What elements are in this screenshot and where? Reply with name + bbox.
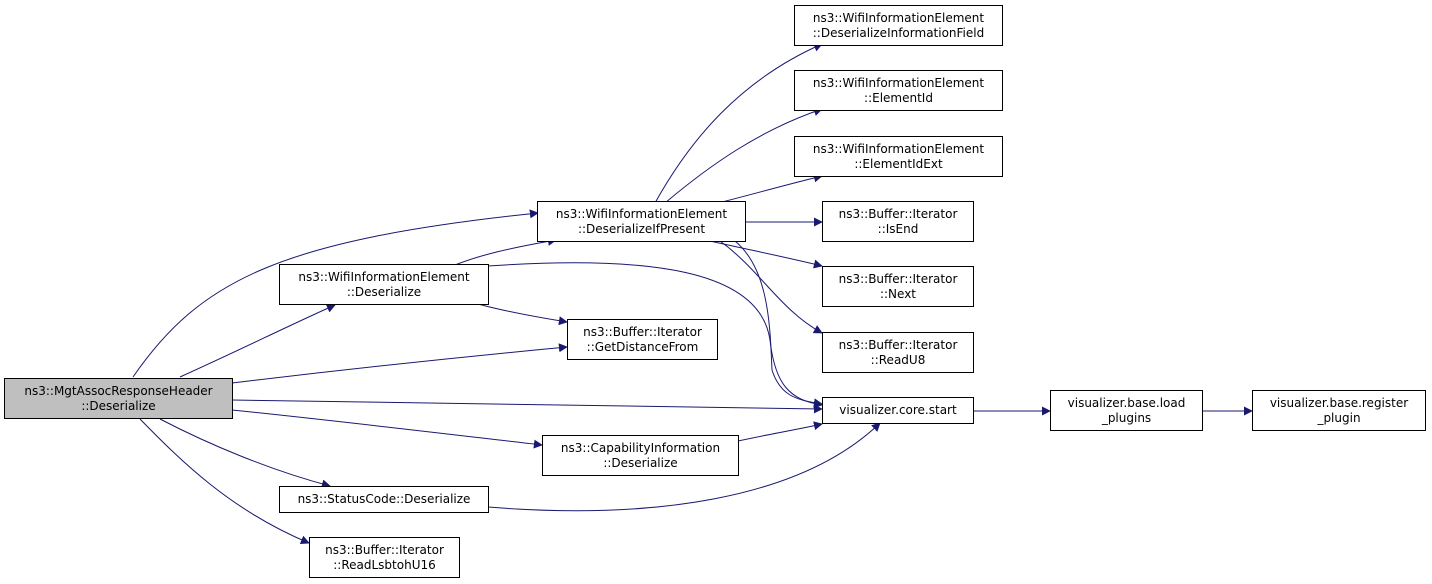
node-wifi-information-element-element-id[interactable]: ns3::WifiInformationElement ::ElementId: [794, 70, 1003, 111]
node-label-line-2: ::ElementIdExt: [854, 156, 943, 171]
node-label-line-2: ::Deserialize: [81, 398, 156, 413]
node-visualizer-core-start[interactable]: visualizer.core.start: [822, 397, 974, 424]
node-buffer-iterator-read-u8[interactable]: ns3::Buffer::Iterator ::ReadU8: [822, 332, 974, 373]
node-label-line-1: ns3::Buffer::Iterator: [838, 337, 958, 352]
node-buffer-iterator-next[interactable]: ns3::Buffer::Iterator ::Next: [822, 266, 974, 307]
node-label-line-2: _plugins: [1101, 410, 1152, 425]
node-buffer-iterator-read-lsbtoh-u16[interactable]: ns3::Buffer::Iterator ::ReadLsbtohU16: [309, 537, 460, 578]
node-label-line-2: ::GetDistanceFrom: [586, 339, 699, 354]
edge-wie-deserialize-to-deserialize-if-present: [454, 236, 557, 266]
node-label-line-1: ns3::WifiInformationElement: [812, 141, 985, 156]
node-mgt-assoc-response-header-deserialize: ns3::MgtAssocResponseHeader ::Deserializ…: [4, 378, 233, 419]
edge-root-to-cap-info: [231, 409, 543, 449]
edge-root-to-status-code: [159, 418, 331, 489]
node-label-line-1: visualizer.core.start: [839, 403, 957, 417]
node-label-line-2: ::ElementId: [864, 90, 933, 105]
node-label-line-1: visualizer.base.register: [1269, 395, 1409, 410]
edge-dip-to-next: [709, 240, 823, 269]
node-label-line-1: ns3::CapabilityInformation: [560, 440, 721, 455]
node-label-line-2: _plugin: [1317, 410, 1361, 425]
node-label-line-2: ::Next: [879, 286, 917, 301]
node-label-line-1: ns3::WifiInformationElement: [555, 206, 728, 221]
node-visualizer-base-register-plugin[interactable]: visualizer.base.register _plugin: [1252, 390, 1426, 431]
edge-wie-deserialize-to-viz-start: [487, 262, 823, 409]
node-label-line-2: ::DeserializeInformationField: [812, 25, 985, 40]
node-wifi-information-element-deserialize[interactable]: ns3::WifiInformationElement ::Deserializ…: [279, 264, 489, 305]
node-wifi-information-element-element-id-ext[interactable]: ns3::WifiInformationElement ::ElementIdE…: [794, 136, 1003, 177]
node-label-line-1: ns3::MgtAssocResponseHeader: [24, 383, 213, 398]
node-label-line-2: ::Deserialize: [603, 455, 678, 470]
edge-dip-to-read-u8: [719, 240, 823, 334]
edge-dip-to-element-id-ext: [717, 173, 823, 204]
node-label-line-1: visualizer.base.load: [1067, 395, 1186, 410]
node-label-line-1: ns3::Buffer::Iterator: [325, 542, 444, 557]
edge-wie-deserialize-to-get-distance: [477, 303, 568, 326]
node-label-line-2: ::ReadU8: [870, 352, 926, 367]
node-buffer-iterator-is-end[interactable]: ns3::Buffer::Iterator ::IsEnd: [822, 201, 974, 242]
node-wifi-information-element-deserialize-if-present[interactable]: ns3::WifiInformationElement ::Deserializ…: [537, 201, 746, 242]
node-label-line-1: ns3::Buffer::Iterator: [838, 206, 958, 221]
node-label-line-2: ::DeserializeIfPresent: [577, 221, 706, 236]
edge-root-to-deserialize-if-present: [132, 209, 539, 378]
node-visualizer-base-load-plugins[interactable]: visualizer.base.load _plugins: [1050, 390, 1203, 431]
edge-root-to-read-lsbtoh: [139, 418, 310, 545]
edge-dip-to-viz-start: [734, 240, 823, 408]
node-label-line-1: ns3::Buffer::Iterator: [583, 324, 702, 339]
edge-dip-to-element-id: [664, 107, 823, 204]
node-label-line-1: ns3::StatusCode::Deserialize: [297, 492, 471, 506]
node-label-line-1: ns3::WifiInformationElement: [812, 75, 985, 90]
edge-dip-to-info-field: [654, 43, 823, 204]
edge-root-to-wie-deserialize: [179, 304, 336, 378]
node-label-line-1: ns3::Buffer::Iterator: [838, 271, 958, 286]
edge-root-to-get-distance: [231, 343, 568, 384]
edge-cap-info-to-viz-start: [737, 421, 823, 442]
edge-root-to-viz-start: [231, 399, 823, 414]
node-capability-information-deserialize[interactable]: ns3::CapabilityInformation ::Deserialize: [542, 435, 739, 476]
node-label-line-2: ::ReadLsbtohU16: [333, 557, 436, 572]
node-status-code-deserialize[interactable]: ns3::StatusCode::Deserialize: [279, 486, 489, 513]
node-buffer-iterator-get-distance-from[interactable]: ns3::Buffer::Iterator ::GetDistanceFrom: [567, 319, 718, 360]
node-label-line-2: ::Deserialize: [346, 284, 422, 299]
node-label-line-2: ::IsEnd: [877, 221, 919, 236]
edge-status-code-to-viz-start: [487, 422, 881, 512]
node-wifi-information-element-deserialize-information-field[interactable]: ns3::WifiInformationElement ::Deserializ…: [794, 5, 1003, 46]
node-label-line-1: ns3::WifiInformationElement: [298, 269, 470, 284]
node-label-line-1: ns3::WifiInformationElement: [812, 10, 985, 25]
